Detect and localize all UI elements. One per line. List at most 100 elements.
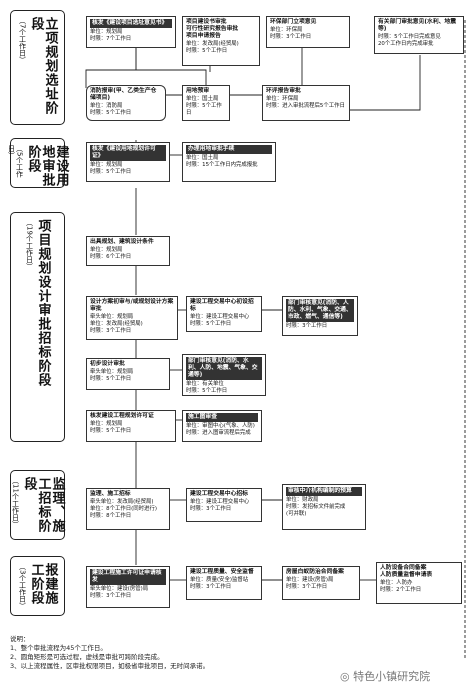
connector [135, 48, 207, 88]
box-line: 时限：5个工作日 [90, 169, 132, 175]
box-title: 部门审核意见(消防、人防、水利、气象、交通、市政、燃气、通信等) [286, 299, 354, 322]
box-title: 核发《建设用地规划许可证》 [90, 145, 166, 161]
stage-5: （3个工作日） 报建施工阶段 [10, 556, 65, 616]
box-title: 核发《建设项目选址意见书》 [90, 19, 172, 28]
box-title: 用地预审 [186, 88, 210, 94]
box-title: 建设工程施工许可证申请核发 [90, 569, 166, 585]
note-item: 3、以上流程属性，区审批权限项目，如极省审批项目，无时间承诺。 [10, 662, 210, 670]
box-line: 时限：5个工作日 [186, 388, 228, 394]
stage-title: 项目规划设计审批招标阶段 [35, 219, 51, 387]
box-line: (可并联) [286, 511, 307, 517]
box-line: 20个工作日内完成审批 [378, 41, 434, 47]
box-title: 初步设计审批 [90, 361, 125, 367]
box-line: 时限：8个工作日 [90, 513, 132, 519]
box-department-review-2: 部门审核意见(消防、水利、人防、地震、气象、交通等) 单位：有关单位 时限：5个… [182, 354, 266, 396]
box-eia-approval: 环评报告审批 单位：环保局 时限：进入审批流程后5个工作日 [262, 85, 350, 121]
box-line: 单位：规划局 [90, 421, 123, 427]
stage-3: （19个工作日） 项目规划设计审批招标阶段 [10, 212, 65, 442]
box-title: 监理、施工招标 [90, 491, 131, 497]
box-title: 出具规划、建筑设计条件 [90, 239, 154, 245]
stage-title: 建设用地审批阶段 [25, 145, 69, 187]
box-line: 单位：规划局 [90, 162, 123, 168]
box-line: 单位：规划局 [90, 29, 123, 35]
box-exchange-design-bid: 建设工程交易中心初设招标 单位：建设工程交易中心 时限：5个工作日 [186, 296, 262, 332]
box-line: 单位：发改局(经贸局) [186, 41, 239, 47]
box-drawing-review: 施工图审查 单位：审图中心(气象、人防) 时限：进入图审流程后完成 [182, 410, 262, 442]
box-line: 时限：进入审批流程后5个工作日 [266, 103, 345, 109]
box-project-approval: 项目建设书审批 可行性研究报告审批 项目申请报告 单位：发改局(经贸局) 时限：… [182, 16, 260, 66]
box-budget-review: 审核中介机构编制的预算 单位：财政局 时限：发招标文件前完成 (可并联) [282, 484, 366, 530]
box-line: 单位：人防办 [380, 580, 413, 586]
box-line: 牵头单位：发改局(经贸局) [90, 499, 154, 505]
box-line: 单位：建设(房管)局 [286, 577, 334, 583]
box-title: 建设工程交易中心初设招标 [190, 299, 254, 312]
box-line: 时限：3个工作日 [286, 323, 328, 329]
box-line: 时限：3个工作日 [190, 584, 232, 590]
box-title: 建设工程质量、安全监督 [190, 569, 254, 575]
box-title: 设计方案初审与/或规划设计方案审批 [90, 299, 174, 312]
box-land-pre-review: 用地预审 单位：国土局 时限：5个工作日 [182, 85, 230, 121]
box-line: 牵头单位：规划局 [90, 314, 134, 320]
stage-1: （7个工作日） 立项规划选址阶段 [10, 10, 65, 125]
box-line: 单位：发改局(经贸局) [90, 321, 143, 327]
box-line: 单位：审图中心(气象、人防) [186, 423, 255, 429]
box-site-selection: 核发《建设项目选址意见书》 单位：规划局 时限：7个工作日 [86, 16, 176, 48]
connector [85, 48, 137, 88]
box-line: 时限：5个工作日 [186, 48, 228, 54]
box-line: 单位：建设工程交易中心 [190, 314, 250, 320]
watermark: ◎ 特色小镇研究院 [340, 668, 430, 684]
box-land-permit: 核发《建设用地规划许可证》 单位：规划局 时限：5个工作日 [86, 142, 170, 182]
box-land-procedure: 办理用地审批手续 单位：国土局 时限：15个工作日内完成报批 [182, 142, 276, 182]
box-line: 时限：5个工作日 [90, 110, 132, 116]
box-termite-contract: 房屋白蚁防治合同备案 单位：建设(房管)局 时限：3个工作日 [282, 566, 360, 600]
box-line: 牵头单位：规划局 [90, 369, 134, 375]
box-line: 单位：环保局 [266, 96, 299, 102]
box-line: 单位：财政局 [286, 497, 319, 503]
notes-heading: 说明： [10, 635, 30, 643]
box-supervision-bid: 监理、施工招标 牵头单位：发改局(经贸局) 单位：8个工作日(同时进行) 时限：… [86, 488, 170, 530]
box-construction-permit: 建设工程施工许可证申请核发 牵头单位：建设(房管)局 时限：3个工作日 [86, 566, 170, 608]
stage-days: （7个工作日） [18, 17, 27, 64]
wechat-icon: ◎ [340, 670, 354, 683]
box-engineering-permit: 核发建设工程规划许可证 单位：规划局 时限：5个工作日 [86, 410, 176, 442]
notes: 说明： 1、整个审批流程为45个工作日。 2、圆角矩形是可选过程，虚线是审批可跨… [10, 635, 310, 671]
box-line: 时限：3个工作日 [286, 584, 328, 590]
box-line: 牵头单位：建设(房管)局 [90, 586, 149, 592]
box-env-opinion: 环保部门立项意见 单位：环保局 时限：3个工作日 [266, 16, 350, 48]
box-line: 单位：国土局 [186, 155, 219, 161]
stage-2: （5个工作日） 建设用地审批阶段 [7, 138, 69, 188]
box-title: 项目建设书审批 可行性研究报告审批 项目申请报告 [186, 19, 239, 39]
stage-title: 立项规划选址阶段 [28, 17, 58, 115]
box-line: 时限：3个工作日 [190, 506, 232, 512]
box-line: 时限：发招标文件前完成 [286, 504, 346, 510]
box-line: 时限：3个工作日 [90, 328, 132, 334]
connector [350, 55, 421, 111]
box-department-review: 部门审核意见(消防、人防、水利、气象、交通、市政、燃气、通信等) 时限：3个工作… [282, 296, 358, 336]
box-line: 时限：7个工作日 [90, 36, 132, 42]
stage-title: 报建施工阶段 [28, 563, 58, 605]
box-line: 单位：8个工作日(同时进行) [90, 506, 157, 512]
box-title: 审核中介机构编制的预算 [286, 487, 362, 496]
watermark-text: 特色小镇研究院 [353, 670, 431, 683]
box-title: 施工图审查 [186, 413, 258, 422]
box-design-scheme: 设计方案初审与/或规划设计方案审批 牵头单位：规划局 单位：发改局(经贸局) 时… [86, 296, 178, 340]
box-line: 时限：3个工作日 [90, 593, 132, 599]
box-civil-defense: 人防设备合同备案 人防质量监督申请表 单位：人防办 时限：2个工作日 [376, 562, 462, 604]
box-line: 单位：规划局 [90, 247, 123, 253]
box-title: 有关部门审批意见(水利、地震等) [378, 19, 457, 32]
box-title: 核发建设工程规划许可证 [90, 413, 154, 419]
box-line: 单位：建设工程交易中心 [190, 499, 250, 505]
box-title: 建设工程交易中心招标 [190, 491, 248, 497]
box-title: 房屋白蚁防治合同备案 [286, 569, 344, 575]
box-other-departments: 有关部门审批意见(水利、地震等) 时限：5个工作日完成意见 20个工作日内完成审… [374, 16, 464, 54]
box-line: 时限：15个工作日内完成报批 [186, 162, 258, 168]
stage-days: （5个工作日） [7, 145, 24, 178]
box-title: 消防报审(甲、乙类生产仓储项目) [90, 88, 157, 101]
box-line: 单位：国土局 [186, 96, 219, 102]
box-line: 单位：质量(安全)监督站 [190, 577, 249, 583]
box-design-conditions: 出具规划、建筑设计条件 单位：规划局 时限：6个工作日 [86, 236, 170, 266]
stage-days: （19个工作日） [25, 219, 34, 270]
box-line: 时限：5个工作日完成意见 [378, 34, 441, 40]
stage-4: （11个工作日） 监理、施工招标阶段 [10, 470, 65, 540]
